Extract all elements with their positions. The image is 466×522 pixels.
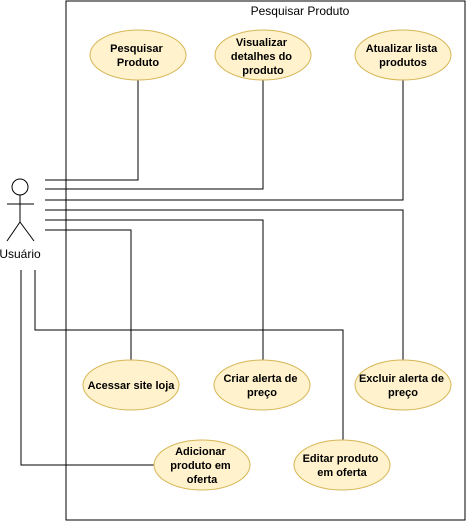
system-boundary <box>65 0 466 521</box>
use-case-label-line: Adicionar <box>175 446 226 458</box>
use-case-label-line: produtos <box>379 57 427 69</box>
use-case-label-line: oferta <box>187 474 218 486</box>
use-case-pesquisar-produto[interactable]: Pesquisar Produto <box>89 29 187 81</box>
use-case-adicionar-produto[interactable]: Adicionar produto em oferta <box>153 439 251 491</box>
use-case-label-line: Produto <box>117 57 159 69</box>
actor-left-leg <box>6 221 21 242</box>
svg-text:Atualizar lista produtos: Atualizar lista produtos <box>366 43 441 69</box>
svg-text:Criar alerta de preço: Criar alerta de preço <box>223 373 300 399</box>
connector-acessar-site <box>45 229 132 361</box>
use-case-editar-produto[interactable]: Editar produto em oferta <box>293 439 391 491</box>
use-case-visualizar-detalhes[interactable]: Visualizar detalhes do produto <box>214 29 312 81</box>
boundary-title: Pesquisar Produto <box>251 4 350 18</box>
use-case-label-line: Pesquisar <box>110 43 163 55</box>
use-case-label-line: Excluir alerta de <box>359 373 444 385</box>
connector-editar-produto <box>34 270 344 442</box>
use-case-label-line: Visualizar <box>236 37 288 49</box>
connector-pesquisar-produto <box>45 80 139 181</box>
actor-right-leg <box>19 221 35 242</box>
actor-usuario[interactable]: Usuário <box>0 178 41 261</box>
connector-adicionar-produto <box>20 270 155 466</box>
use-case-label-line: detalhes do <box>231 51 292 63</box>
connector-visualizar-detalhes <box>45 80 264 190</box>
use-case-acessar-site-loja[interactable]: Acessar site loja <box>82 359 180 411</box>
connector-atualizar-lista <box>45 80 404 201</box>
use-case-label-line: Atualizar lista <box>366 43 438 55</box>
use-case-label-line: Editar produto <box>303 453 379 465</box>
use-case-atualizar-lista[interactable]: Atualizar lista produtos <box>354 29 452 81</box>
svg-text:Acessar site loja: Acessar site loja <box>88 380 176 392</box>
use-case-excluir-alerta[interactable]: Excluir alerta de preço <box>354 359 452 411</box>
actor-head <box>11 178 29 196</box>
use-case-criar-alerta[interactable]: Criar alerta de preço <box>213 359 311 411</box>
svg-text:Excluir alerta de preço: Excluir alerta de preço <box>359 373 447 399</box>
svg-text:Editar produto em oferta: Editar produto em oferta <box>303 453 382 479</box>
svg-text:Visualizar detalhes do: Visualizar detalhes do produto <box>231 37 295 77</box>
svg-text:Pesquisar Produto: Pesquisar Produto <box>110 43 166 69</box>
use-case-label-line: Criar alerta de <box>223 373 297 385</box>
use-case-label-line: preço <box>388 387 418 399</box>
connector-criar-alerta <box>45 219 264 361</box>
svg-text:Adicionar produto em: Adicionar produto em oferta <box>170 446 234 486</box>
use-case-label-line: produto em <box>170 460 231 472</box>
use-case-label-line: em oferta <box>317 467 367 479</box>
actor-label: Usuário <box>0 247 41 261</box>
use-case-label-line: preço <box>247 387 277 399</box>
connectors <box>20 80 404 466</box>
use-case-label-line: Acessar site loja <box>88 380 176 392</box>
connector-excluir-alerta <box>45 209 404 361</box>
use-case-label-line: produto <box>242 65 284 77</box>
